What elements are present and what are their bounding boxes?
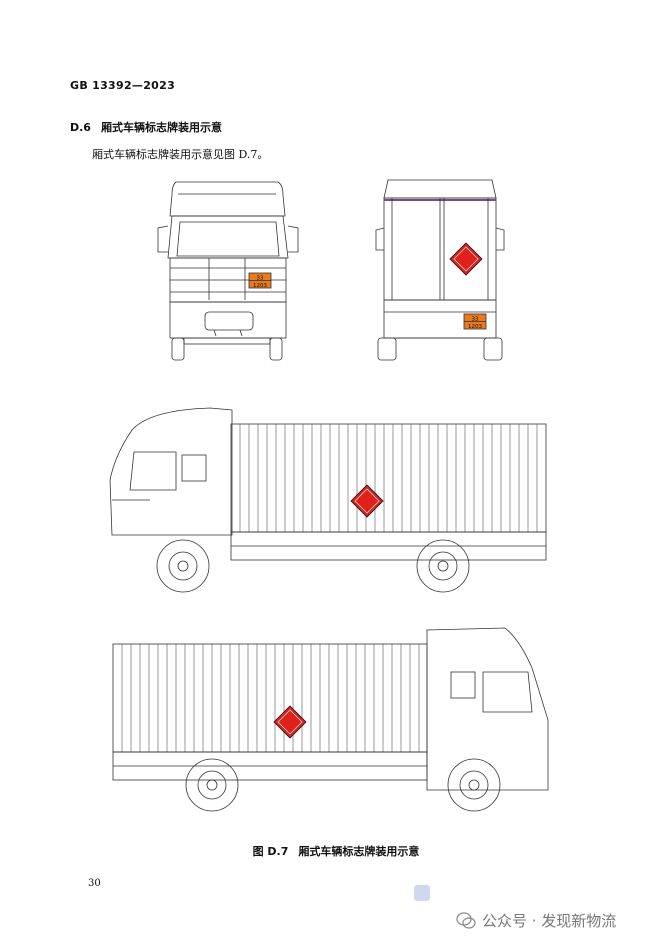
rear-hazard-diamond bbox=[449, 242, 483, 276]
box-ribs-1 bbox=[239, 424, 538, 532]
front-placard-bottom-text: 1203 bbox=[253, 283, 267, 289]
rear-placard-top-text: 33 bbox=[472, 317, 479, 323]
front-orange-placard: 33 1203 bbox=[248, 272, 272, 289]
rear-orange-placard: 33 1203 bbox=[463, 313, 487, 330]
truck-rear-view: 33 1203 bbox=[375, 179, 505, 361]
box-ribs-2 bbox=[121, 644, 420, 752]
standard-header: GB 13392—2023 bbox=[70, 79, 176, 92]
wechat-icon bbox=[456, 911, 476, 929]
side2-hazard-diamond bbox=[273, 705, 307, 739]
figure-caption: 图 D.7 厢式车辆标志牌装用示意 bbox=[0, 843, 672, 859]
rear-placard-bottom-text: 1203 bbox=[468, 324, 482, 330]
watermark-text: 公众号 · 发现新物流 bbox=[482, 912, 617, 930]
page-number: 30 bbox=[88, 878, 101, 889]
truck-side-view-left bbox=[109, 407, 547, 593]
watermark: 公众号 · 发现新物流 bbox=[456, 910, 616, 931]
section-heading: D.6 厢式车辆标志牌装用示意 bbox=[70, 119, 222, 135]
figure-title: 厢式车辆标志牌装用示意 bbox=[298, 845, 420, 858]
front-placard-top-text: 33 bbox=[257, 276, 264, 282]
body-paragraph: 厢式车辆标志牌装用示意见图 D.7。 bbox=[92, 148, 269, 161]
section-number: D.6 bbox=[70, 121, 91, 134]
publisher-logo-icon bbox=[414, 885, 430, 901]
truck-front-view: 33 1203 bbox=[157, 181, 299, 361]
truck-side-view-right bbox=[112, 627, 549, 812]
side1-hazard-diamond bbox=[350, 484, 384, 518]
section-title: 厢式车辆标志牌装用示意 bbox=[100, 121, 222, 134]
figure-label: 图 D.7 bbox=[252, 845, 289, 858]
